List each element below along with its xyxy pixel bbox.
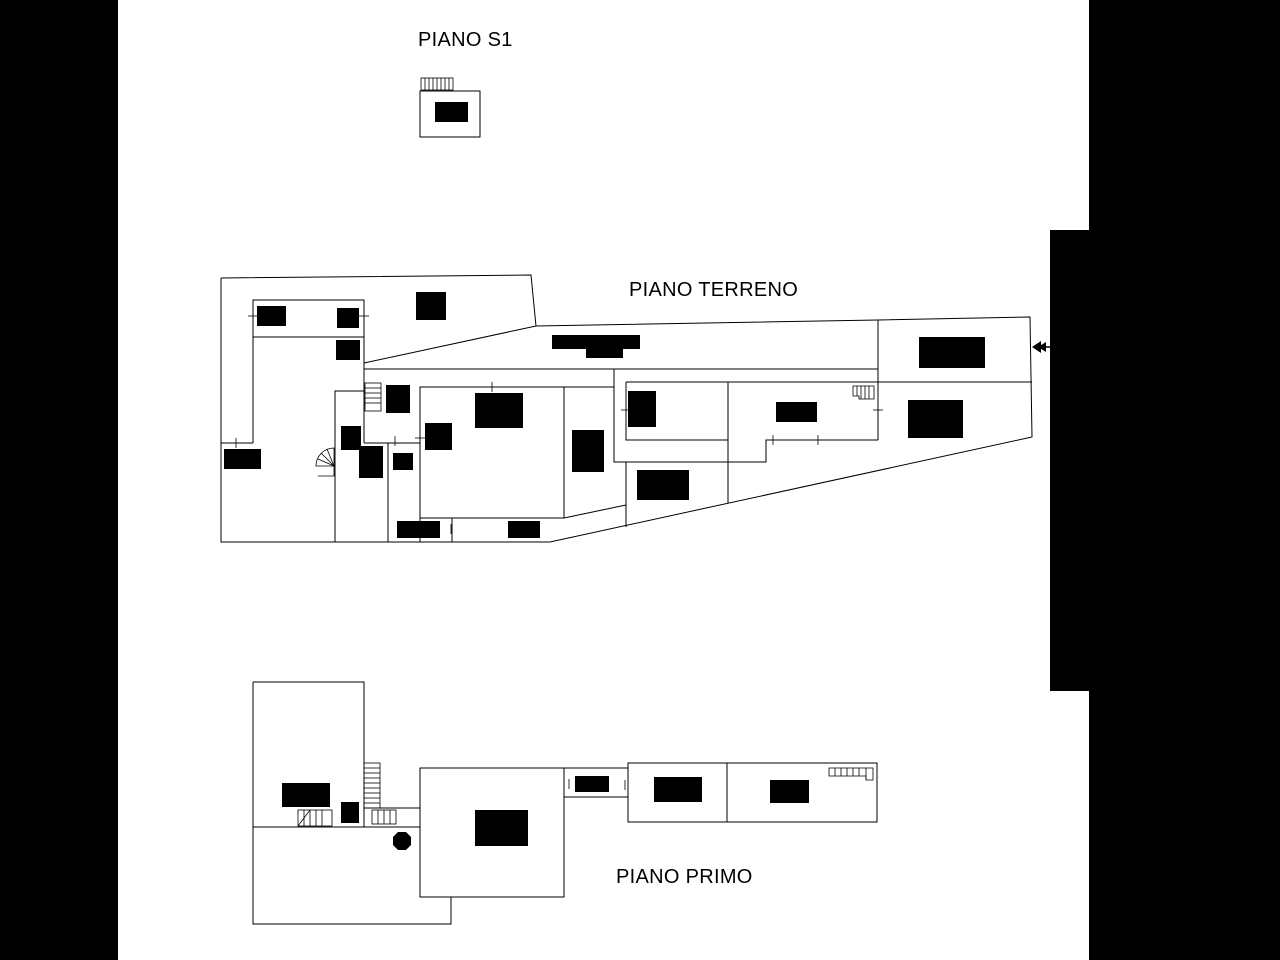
first-floor-title: PIANO PRIMO — [616, 866, 753, 888]
ground-floor-title: PIANO TERRENO — [629, 279, 798, 301]
stairs-icon — [371, 809, 397, 825]
first-floor: PIANO PRIMO — [252, 681, 878, 925]
column-icon — [393, 832, 411, 850]
basement-floor: PIANO S1 — [418, 29, 513, 138]
stairs-icon — [852, 385, 875, 400]
stairs-icon — [363, 762, 381, 809]
redacted-labels — [282, 776, 809, 846]
stairs-icon — [828, 767, 874, 781]
plan-sheet — [118, 0, 1089, 960]
redacted-labels — [224, 292, 985, 538]
arrow-left-icon — [1032, 341, 1050, 353]
basement-room — [419, 90, 481, 138]
side-panel-tab — [1050, 230, 1090, 691]
stairs-icon — [364, 382, 382, 412]
basement-floor-title: PIANO S1 — [418, 29, 513, 51]
spiral-stairs-icon — [315, 447, 335, 477]
ground-floor: PIANO TERRENO — [220, 274, 1050, 543]
stairs-icon — [420, 77, 454, 91]
stairs-icon — [297, 809, 333, 827]
redacted-label — [435, 102, 468, 122]
ground-floor-perimeter — [220, 274, 1033, 543]
